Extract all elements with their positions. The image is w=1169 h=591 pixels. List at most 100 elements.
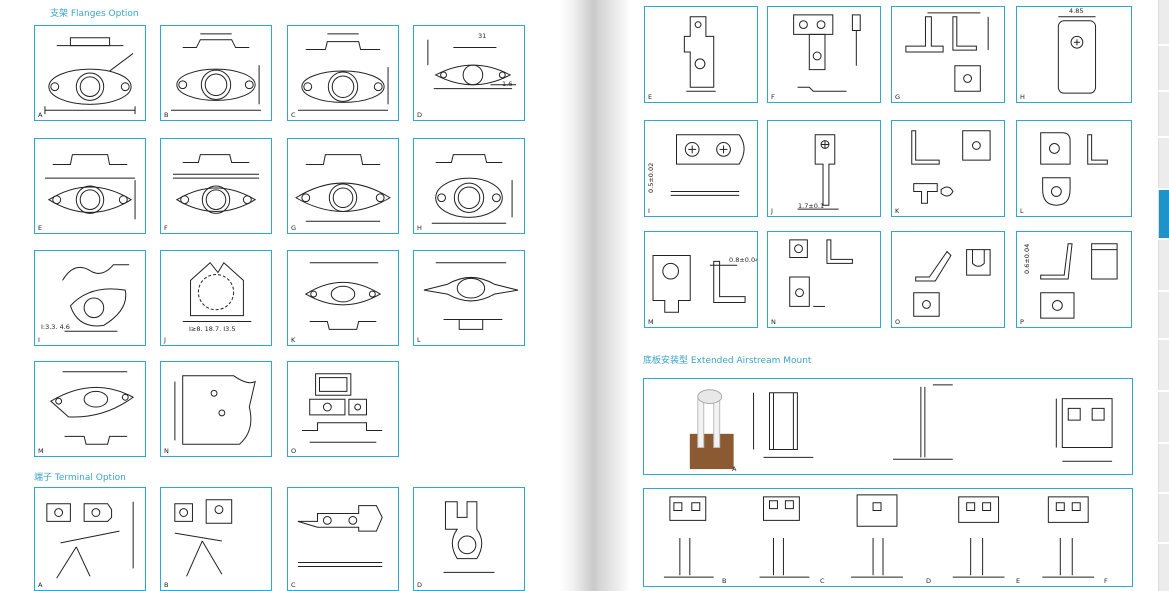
terminal-n-drawing — [768, 232, 880, 327]
flange-label-n: N — [164, 447, 169, 455]
book-gutter — [560, 0, 630, 591]
flange-panel-n: N — [160, 361, 272, 457]
index-tab[interactable] — [1158, 240, 1169, 290]
terminal-panel-n: N — [767, 231, 881, 328]
terminal-label-p: P — [1020, 318, 1024, 326]
airstream-panel-bf: B C D E F — [643, 488, 1133, 587]
index-tab[interactable] — [1158, 138, 1169, 188]
flange-b-drawing — [161, 26, 271, 120]
terminal-panel-b: B — [160, 487, 272, 591]
terminal-label-c: C — [291, 581, 296, 589]
flange-d-side-dim: 1.6 — [502, 80, 513, 88]
terminal-m-dim: 0.8±0.04 — [729, 256, 758, 264]
flange-i-note: Ι:3.3. 4.6 — [41, 323, 70, 331]
flange-j-note: Ι≥8. 18.7. Ι3.5 — [189, 325, 236, 333]
flange-label-j: J — [164, 336, 166, 344]
flange-l-drawing — [414, 251, 524, 345]
flange-m-drawing — [35, 362, 145, 456]
terminal-label-f: F — [771, 93, 775, 101]
flange-panel-f: F — [160, 138, 272, 234]
terminal-m-drawing — [645, 232, 757, 327]
terminal-p-dim: 0.6±0.04 — [1023, 243, 1031, 274]
terminal-p-drawing — [1017, 232, 1131, 327]
flange-d-drawing — [414, 26, 524, 120]
airstream-title: 底板安装型 Extended Airstream Mount — [643, 356, 812, 366]
terminal-panel-l: L — [1016, 120, 1132, 217]
index-tab-active[interactable] — [1158, 190, 1169, 238]
terminal-panel-k: K — [891, 120, 1005, 217]
terminal-panel-c: C — [287, 487, 399, 591]
terminal-label-i: I — [648, 207, 650, 215]
terminal-o-drawing — [892, 232, 1004, 327]
index-tab[interactable] — [1158, 46, 1169, 90]
terminal-panel-g: G — [891, 6, 1005, 103]
flange-a-drawing — [35, 26, 145, 120]
flange-panel-c: C — [287, 25, 399, 121]
flange-label-m: M — [38, 447, 44, 455]
index-tab[interactable] — [1158, 92, 1169, 136]
flange-label-h: H — [417, 224, 422, 232]
index-tab[interactable] — [1158, 340, 1169, 390]
terminal-label-g: G — [895, 93, 901, 101]
flange-label-e: E — [38, 224, 43, 232]
index-tab[interactable] — [1158, 544, 1169, 591]
terminal-panel-d: D — [413, 487, 525, 591]
terminal-label-k: K — [895, 207, 900, 215]
terminal-panel-p: 0.6±0.04 P — [1016, 231, 1132, 328]
flange-panel-i: Ι:3.3. 4.6 I — [34, 250, 146, 346]
terminal-b-drawing — [161, 488, 271, 590]
flange-h-drawing — [414, 139, 524, 233]
index-tab[interactable] — [1158, 444, 1169, 492]
airstream-bf-drawing — [644, 489, 1132, 586]
terminal-label-b: B — [164, 581, 169, 589]
terminal-c-drawing — [288, 488, 398, 590]
terminal-label-j: J — [771, 207, 773, 215]
flange-label-g: G — [291, 224, 297, 232]
terminal-label-l: L — [1020, 207, 1024, 215]
terminal-panel-h: 4.85 H — [1016, 6, 1132, 103]
terminal-k-drawing — [892, 121, 1004, 216]
flange-label-b: B — [164, 111, 169, 119]
airstream-label-e: E — [1016, 577, 1021, 585]
flange-d-top-dim: 31 — [478, 32, 487, 40]
flange-panel-o: O — [287, 361, 399, 457]
terminal-h-drawing — [1017, 7, 1131, 102]
terminal-e-drawing — [645, 7, 757, 102]
flange-g-drawing — [288, 139, 398, 233]
flange-i-drawing — [35, 251, 145, 345]
airstream-a-drawing — [689, 379, 1132, 470]
terminal-label-a: A — [38, 581, 43, 589]
terminal-title: 端子 Terminal Option — [34, 473, 126, 483]
flange-panel-d: 31 1.6 D — [413, 25, 525, 121]
flange-panel-m: M — [34, 361, 146, 457]
flange-j-drawing — [161, 251, 271, 345]
flange-panel-l: L — [413, 250, 525, 346]
index-tab[interactable] — [1158, 292, 1169, 338]
terminal-j-drawing — [768, 121, 880, 216]
flanges-title: 支架 Flanges Option — [50, 9, 139, 19]
terminal-i-drawing — [645, 121, 757, 216]
index-tab[interactable] — [1158, 0, 1169, 44]
terminal-label-m: M — [648, 318, 654, 326]
flange-label-f: F — [164, 224, 168, 232]
flange-panel-j: Ι≥8. 18.7. Ι3.5 J — [160, 250, 272, 346]
flange-panel-g: G — [287, 138, 399, 234]
terminal-label-h: H — [1020, 93, 1025, 101]
flange-k-drawing — [288, 251, 398, 345]
flange-panel-k: K — [287, 250, 399, 346]
flange-panel-a: A — [34, 25, 146, 121]
terminal-l-drawing — [1017, 121, 1131, 216]
terminal-f-drawing — [768, 7, 880, 102]
airstream-label-c: C — [820, 577, 825, 585]
index-tab[interactable] — [1158, 392, 1169, 442]
flange-label-i: I — [38, 336, 40, 344]
terminal-g-drawing — [892, 7, 1004, 102]
terminal-panel-a: A — [34, 487, 146, 591]
terminal-label-o: O — [895, 318, 901, 326]
airstream-label-b: B — [722, 577, 727, 585]
flange-panel-b: B — [160, 25, 272, 121]
flange-f-drawing — [161, 139, 271, 233]
terminal-panel-i: 0.5±0.02 I — [644, 120, 758, 217]
index-tab[interactable] — [1158, 494, 1169, 542]
flange-label-d: D — [417, 111, 423, 119]
